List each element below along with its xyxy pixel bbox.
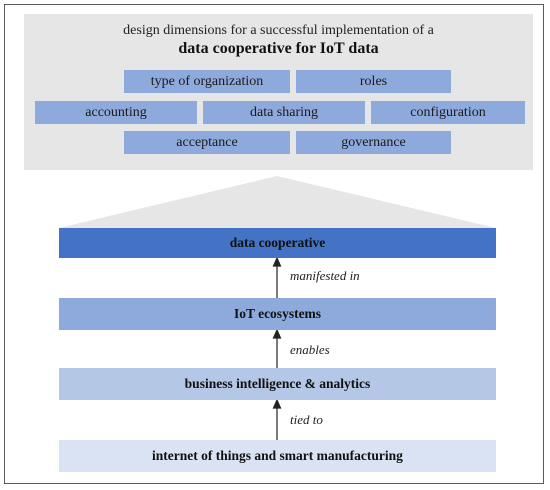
panel-title: data cooperative for IoT data [178, 40, 379, 57]
arrow-head-tied-to [272, 398, 282, 409]
dimension-acceptance: acceptance [124, 131, 290, 154]
arrow-head-manifested-in [272, 256, 282, 267]
dimension-accounting: accounting [35, 101, 197, 124]
relation-enables: enables [290, 342, 330, 357]
dimension-configuration: configuration [371, 101, 525, 124]
layer-iot-ecosystems: IoT ecosystems [59, 298, 496, 330]
layer-business-intelligence: business intelligence & analytics [59, 368, 496, 400]
dimension-roles: roles [296, 70, 451, 93]
connector-triangle [59, 176, 496, 228]
arrow-head-enables [272, 328, 282, 339]
relation-tied-to: tied to [290, 412, 323, 427]
dimension-governance: governance [296, 131, 451, 154]
dimension-type-of-organization: type of organization [124, 70, 290, 93]
dimension-data-sharing: data sharing [203, 101, 365, 124]
layer-iot-smart-manufacturing: internet of things and smart manufacturi… [59, 440, 496, 472]
relation-manifested-in: manifested in [290, 268, 360, 283]
panel-subtitle: design dimensions for a successful imple… [123, 23, 434, 38]
layer-data-cooperative: data cooperative [59, 228, 496, 258]
